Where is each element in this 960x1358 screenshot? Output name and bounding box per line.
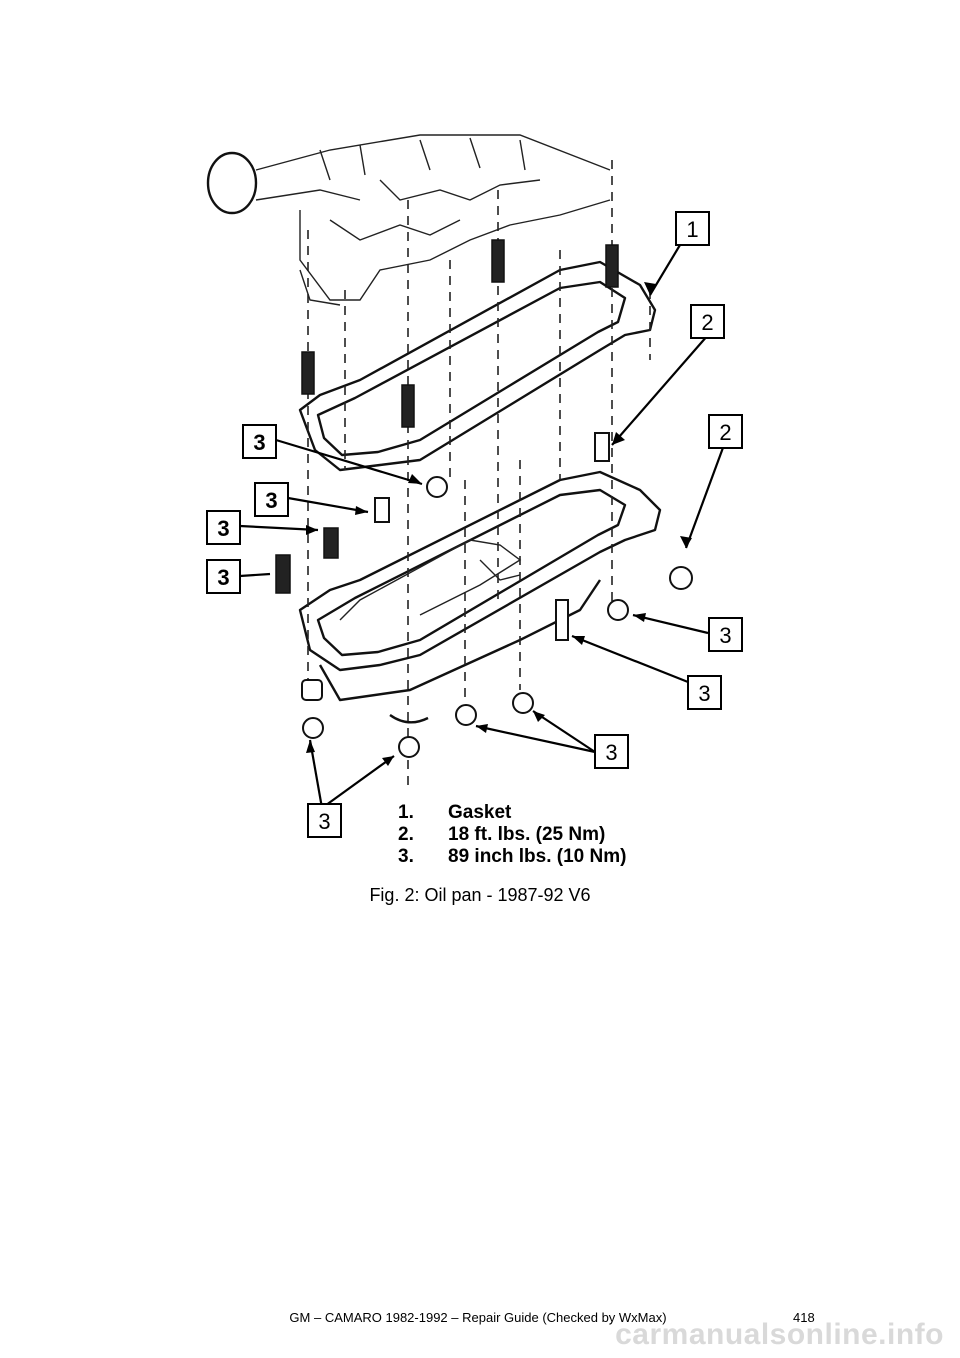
footer-title: GM – CAMARO 1982-1992 – Repair Guide (Ch… [289, 1310, 667, 1325]
stud-guide-lines [307, 160, 651, 790]
callout-2: 2 [708, 414, 743, 449]
svg-text:3: 3 [318, 809, 330, 834]
oil-pan [298, 470, 662, 702]
callout-1: 1 [675, 211, 710, 246]
svg-text:3: 3 [217, 516, 229, 541]
watermark: carmanualsonline.info [615, 1318, 944, 1351]
figure-legend: 1. Gasket 2. 18 ft. lbs. (25 Nm) 3. 89 i… [398, 802, 626, 867]
callout-3: 3 [708, 617, 743, 652]
callout-3: 3 [254, 482, 289, 517]
callout-3: 3 [307, 803, 342, 838]
legend-text: 89 inch lbs. (10 Nm) [448, 846, 626, 867]
svg-text:1: 1 [686, 217, 698, 242]
svg-text:2: 2 [701, 310, 713, 335]
callout-2: 2 [690, 304, 725, 339]
legend-text: Gasket [448, 802, 512, 823]
callouts: 1 2 2 3 3 3 3 3 [206, 211, 743, 838]
callout-3: 3 [206, 510, 241, 545]
legend-text: 18 ft. lbs. (25 Nm) [448, 824, 605, 845]
svg-text:3: 3 [265, 488, 277, 513]
legend-num: 2. [398, 824, 414, 845]
callout-3: 3 [242, 424, 277, 459]
svg-text:2: 2 [719, 420, 731, 445]
svg-text:3: 3 [605, 740, 617, 765]
studs [301, 239, 619, 428]
bolts [275, 432, 693, 758]
leader-lines [239, 234, 726, 809]
svg-text:3: 3 [253, 430, 265, 455]
callout-3: 3 [687, 675, 722, 710]
callout-3: 3 [206, 559, 241, 594]
svg-text:3: 3 [698, 681, 710, 706]
legend-num: 3. [398, 846, 414, 867]
engine-block [206, 134, 611, 306]
svg-text:3: 3 [719, 623, 731, 648]
page-number: 418 [793, 1310, 815, 1325]
callout-3: 3 [594, 734, 629, 769]
figure-caption: Fig. 2: Oil pan - 1987-92 V6 [369, 885, 591, 905]
legend-num: 1. [398, 802, 414, 823]
svg-text:3: 3 [217, 565, 229, 590]
